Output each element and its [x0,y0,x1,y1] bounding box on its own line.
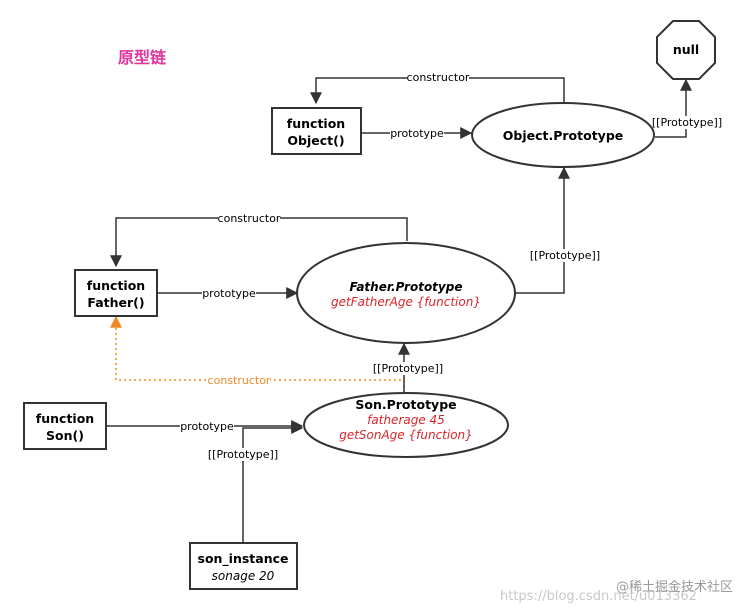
label-constructor-son-dotted: constructor [208,374,271,387]
label-constructor-father: constructor [218,212,281,225]
edge-constructor-father: constructor [110,211,408,268]
watermark-brand: @稀土掘金技术社区 [616,579,733,595]
label-prototype-son: prototype [180,420,234,433]
edge-proto-instance-son: [[Prototype]] [208,422,304,542]
watermark-url: https://blog.csdn.net/u013362 [500,589,697,604]
label-constructor-object: constructor [407,71,470,84]
edge-proto-object-null: [[Prototype]] [652,78,722,138]
node-son-prototype-title: Son.Prototype [355,397,456,412]
node-null: null [656,20,716,80]
edge-proto-son-father: [[Prototype]] [373,342,443,397]
edge-prototype-son: prototype [107,420,304,433]
node-son-prototype: Son.Prototype fatherage 45 getSonAge {fu… [303,392,509,458]
node-son-instance-title: son_instance [198,551,289,567]
node-function-son-line1: function [36,411,94,426]
edge-prototype-object: prototype [362,127,473,140]
node-son-prototype-prop: fatherage 45 [367,413,445,427]
node-father-prototype-title: Father.Prototype [350,280,463,294]
diagram-title: 原型链 [118,48,167,67]
node-object-prototype-label: Object.Prototype [503,128,624,143]
label-proto-father-object: [[Prototype]] [530,249,600,262]
edge-prototype-father: prototype [158,287,299,300]
node-object-prototype: Object.Prototype [471,102,655,168]
node-function-object: function Object() [271,107,362,155]
node-son-prototype-method: getSonAge {function} [339,428,473,442]
label-prototype-father: prototype [202,287,256,300]
node-function-son: function Son() [23,402,107,450]
node-null-label: null [673,42,699,57]
node-function-son-line2: Son() [46,428,84,443]
node-son-instance-prop: sonage 20 [212,569,275,583]
label-proto-object-null: [[Prototype]] [652,116,722,129]
node-function-father-line2: Father() [87,295,144,310]
node-function-object-line2: Object() [287,133,344,148]
label-proto-instance-son: [[Prototype]] [208,448,278,461]
label-prototype-object: prototype [390,127,444,140]
node-function-object-line1: function [287,116,345,131]
node-function-father-line1: function [87,278,145,293]
node-son-instance: son_instance sonage 20 [189,542,298,590]
label-proto-son-father: [[Prototype]] [373,362,443,375]
node-father-prototype: Father.Prototype getFatherAge {function} [296,242,516,344]
edge-constructor-object: constructor [310,71,565,105]
edge-proto-father-object: [[Prototype]] [516,166,600,294]
node-function-father: function Father() [74,269,158,317]
node-father-prototype-method: getFatherAge {function} [331,295,481,309]
